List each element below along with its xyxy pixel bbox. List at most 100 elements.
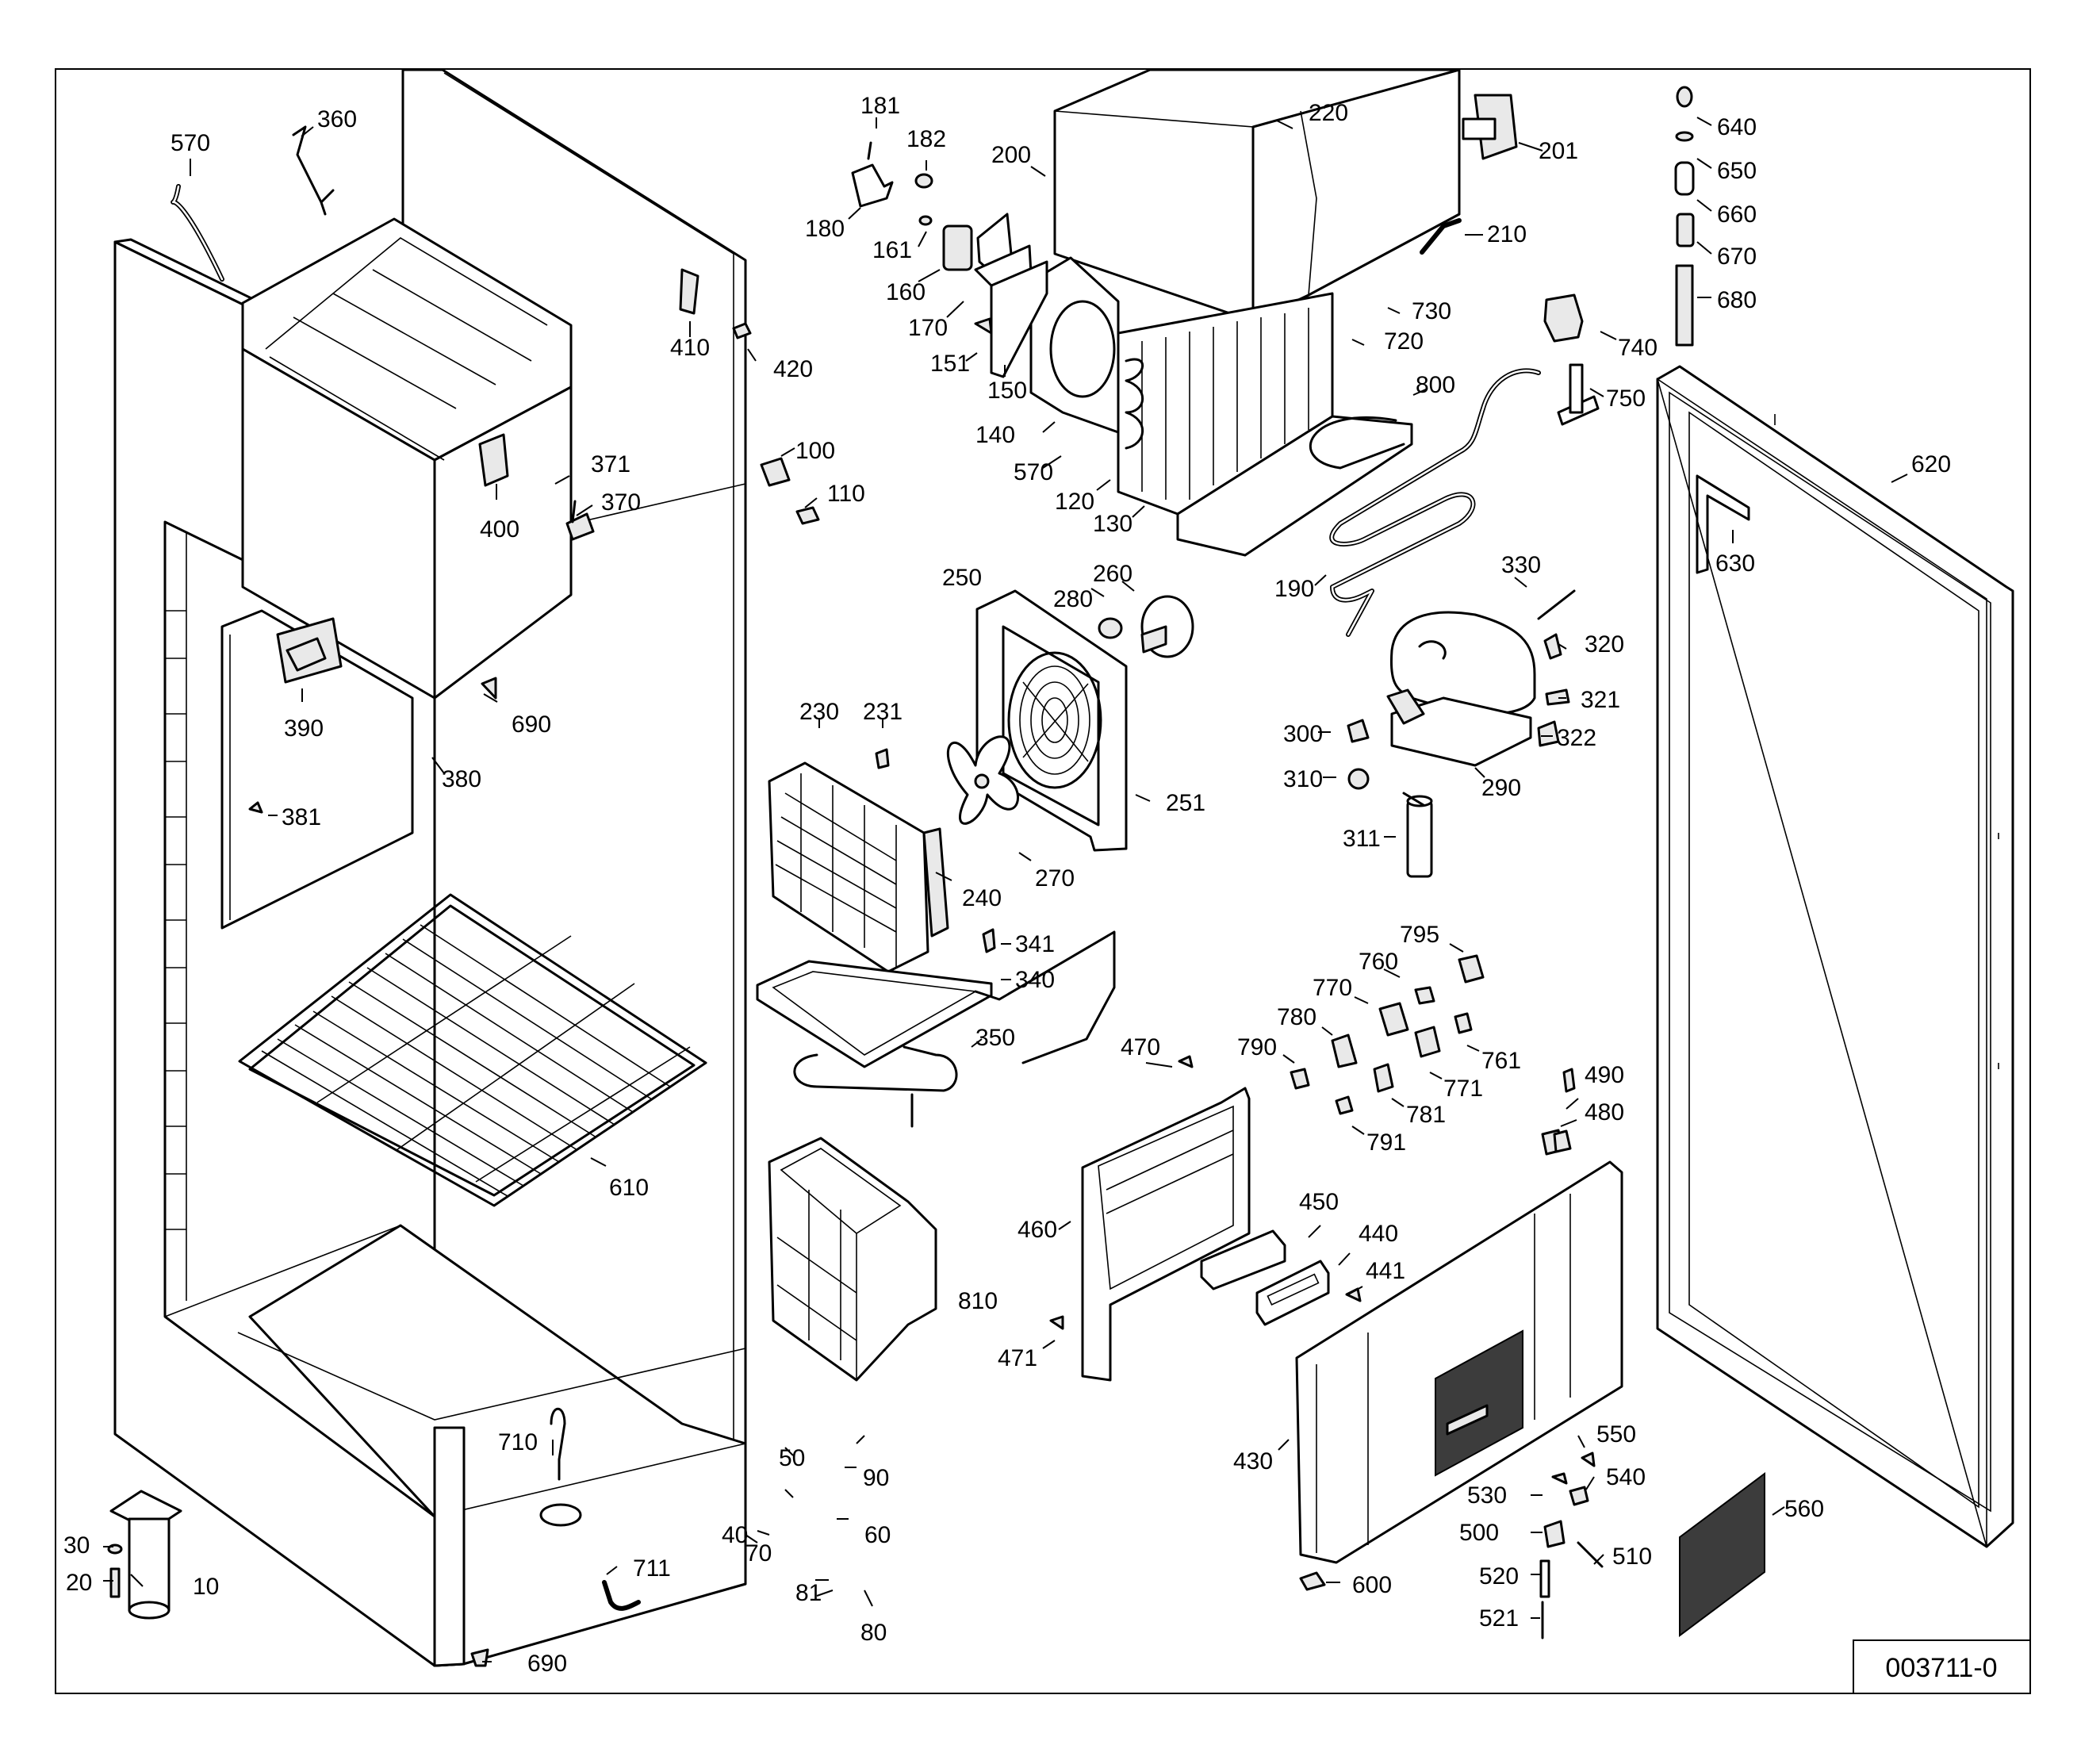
callout-690-upper: 690 — [512, 711, 551, 738]
callout-230: 230 — [799, 699, 839, 725]
compressor — [1347, 589, 1576, 878]
callout-720: 720 — [1384, 328, 1424, 355]
callout-570-condenser: 570 — [1014, 459, 1053, 485]
callout-40: 40 — [722, 1522, 748, 1548]
callout-161: 161 — [872, 237, 912, 263]
callout-370: 370 — [601, 489, 641, 516]
cabinet-small-parts — [171, 125, 820, 1667]
callout-140: 140 — [975, 422, 1015, 448]
callout-530: 530 — [1467, 1482, 1507, 1509]
callout-280: 280 — [1053, 586, 1093, 612]
callout-380: 380 — [442, 766, 481, 792]
callout-321: 321 — [1581, 687, 1620, 713]
callout-390: 390 — [284, 715, 324, 742]
callout-201: 201 — [1539, 138, 1578, 164]
callout-510: 510 — [1612, 1544, 1652, 1570]
callout-250: 250 — [942, 565, 982, 591]
callout-711: 711 — [633, 1555, 671, 1582]
callout-730: 730 — [1412, 298, 1451, 324]
callout-210: 210 — [1487, 221, 1527, 247]
callout-670: 670 — [1717, 244, 1757, 270]
callout-70: 70 — [745, 1540, 772, 1567]
callout-320: 320 — [1585, 631, 1624, 658]
callout-600: 600 — [1352, 1572, 1392, 1598]
callout-20: 20 — [66, 1570, 92, 1596]
leveling-foot — [107, 1490, 182, 1620]
callout-240: 240 — [962, 885, 1002, 911]
callout-60: 60 — [864, 1522, 891, 1548]
divider-panel — [220, 609, 414, 930]
callout-170: 170 — [908, 315, 948, 341]
callout-182: 182 — [906, 126, 946, 152]
callout-410: 410 — [670, 335, 710, 361]
wire-shelf — [238, 893, 707, 1207]
callout-560: 560 — [1784, 1496, 1824, 1522]
callout-231: 231 — [863, 699, 903, 725]
callout-110: 110 — [827, 481, 865, 507]
callout-430: 430 — [1233, 1448, 1273, 1474]
callout-460: 460 — [1018, 1217, 1057, 1243]
solenoid-valve — [1543, 293, 1600, 426]
callout-640: 640 — [1717, 114, 1757, 140]
callout-791: 791 — [1366, 1129, 1406, 1156]
callout-322: 322 — [1557, 725, 1596, 751]
callout-610: 610 — [609, 1175, 649, 1201]
callout-760: 760 — [1359, 949, 1398, 975]
callout-150: 150 — [987, 378, 1027, 404]
callout-480: 480 — [1585, 1099, 1624, 1126]
callout-371: 371 — [591, 451, 630, 477]
callout-795: 795 — [1400, 922, 1439, 948]
callout-360: 360 — [317, 106, 357, 132]
callout-120: 120 — [1055, 489, 1094, 515]
callout-270: 270 — [1035, 865, 1075, 892]
evaporator-basket — [756, 748, 1116, 1128]
front-panel — [1295, 1129, 1623, 1639]
callout-310: 310 — [1283, 766, 1323, 792]
hinge-parts — [1674, 86, 1695, 347]
electrical-components — [1290, 954, 1576, 1156]
callout-490: 490 — [1585, 1062, 1624, 1088]
callout-470: 470 — [1121, 1034, 1160, 1060]
callout-290: 290 — [1481, 775, 1521, 801]
callout-550: 550 — [1596, 1421, 1636, 1448]
callout-180: 180 — [805, 216, 845, 242]
callout-690-lower: 690 — [527, 1651, 567, 1677]
callout-151: 151 — [930, 351, 970, 377]
evaporator-housing — [241, 217, 573, 700]
callout-400: 400 — [480, 516, 519, 543]
callout-500: 500 — [1459, 1520, 1499, 1546]
callout-441: 441 — [1366, 1258, 1405, 1284]
callout-800: 800 — [1416, 372, 1455, 398]
callout-81: 81 — [795, 1580, 822, 1606]
callout-350: 350 — [975, 1025, 1015, 1051]
callout-781: 781 — [1406, 1102, 1446, 1128]
drawing-number-box — [1853, 1639, 2031, 1694]
callout-520: 520 — [1479, 1563, 1519, 1590]
door — [1656, 365, 2014, 1548]
callout-340: 340 — [1015, 967, 1055, 993]
callout-311: 311 — [1343, 826, 1381, 852]
nameplate — [1679, 1472, 1765, 1637]
callout-251: 251 — [1166, 790, 1205, 816]
drawing-frame — [55, 68, 2031, 1694]
callout-10: 10 — [193, 1574, 219, 1600]
callout-450: 450 — [1299, 1189, 1339, 1215]
callout-30: 30 — [63, 1532, 90, 1559]
callout-440: 440 — [1359, 1221, 1398, 1247]
callout-381: 381 — [282, 804, 321, 830]
filter-grid — [768, 1137, 937, 1382]
callout-200: 200 — [991, 142, 1031, 168]
callout-620: 620 — [1911, 451, 1951, 477]
control-bracket — [1049, 1055, 1362, 1382]
callout-90: 90 — [863, 1465, 889, 1491]
callout-790: 790 — [1237, 1034, 1277, 1060]
callout-650: 650 — [1717, 158, 1757, 184]
callout-220: 220 — [1309, 100, 1348, 126]
callout-50: 50 — [779, 1445, 805, 1471]
condenser-unit — [1029, 256, 1413, 557]
callout-80: 80 — [860, 1620, 887, 1646]
fan-bracket — [851, 141, 1048, 378]
callout-810: 810 — [958, 1288, 998, 1314]
callout-770: 770 — [1313, 975, 1352, 1001]
